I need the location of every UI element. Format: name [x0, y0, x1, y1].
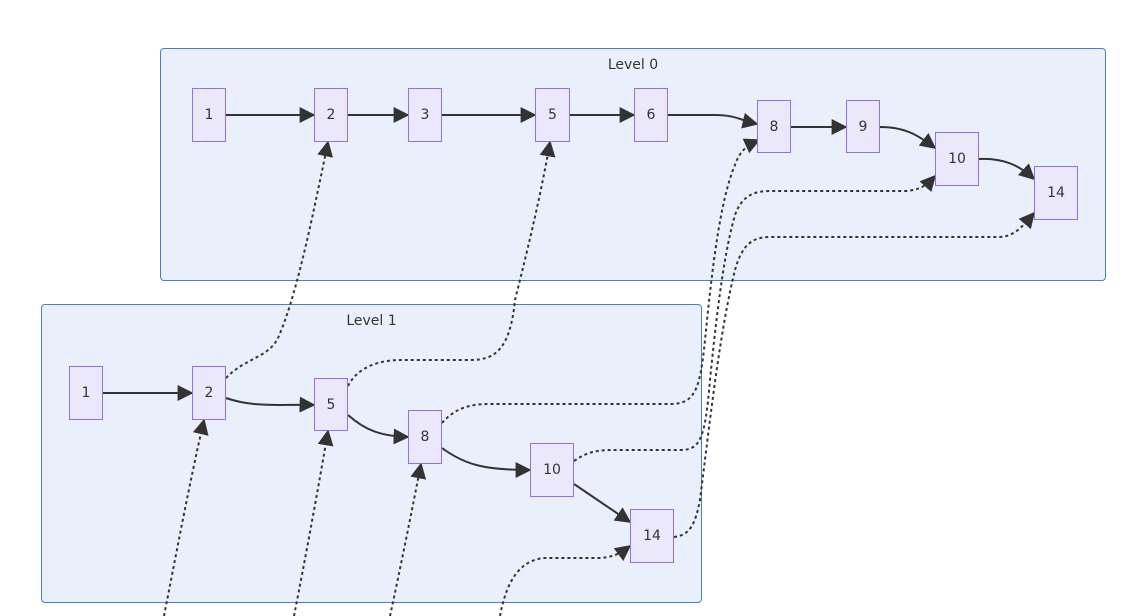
node-level0-3: 3: [408, 88, 442, 142]
node-level1-2: 2: [192, 366, 226, 420]
node-level0-14: 14: [1034, 166, 1078, 220]
node-level1-10: 10: [530, 443, 574, 497]
node-level1-8: 8: [408, 410, 442, 464]
node-level0-9: 9: [846, 100, 880, 153]
node-level0-10: 10: [935, 132, 979, 186]
node-level0-2: 2: [314, 88, 348, 142]
node-level1-14: 14: [630, 509, 674, 563]
node-level0-8: 8: [757, 100, 791, 153]
cluster-level-1: Level 1: [41, 304, 702, 603]
node-level1-5: 5: [314, 378, 348, 431]
node-level0-6: 6: [634, 88, 668, 142]
node-level0-1: 1: [192, 88, 226, 142]
node-level1-1: 1: [69, 366, 103, 420]
cluster-title-level-1: Level 1: [346, 313, 397, 329]
node-level0-5: 5: [535, 88, 570, 142]
cluster-title-level-0: Level 0: [607, 57, 659, 73]
